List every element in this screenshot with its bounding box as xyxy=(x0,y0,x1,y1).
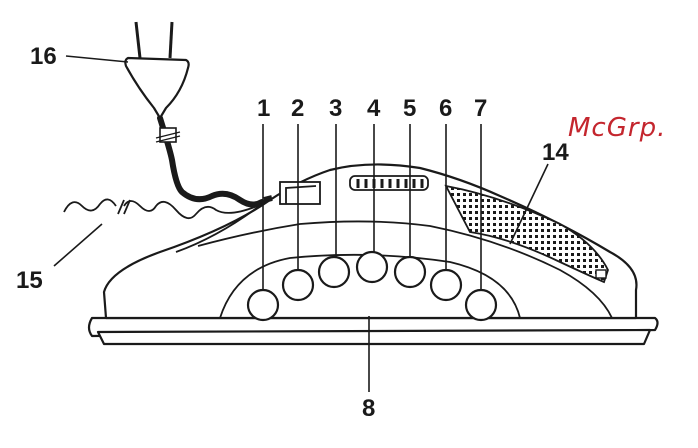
button-6 xyxy=(431,270,461,300)
callout-6: 6 xyxy=(439,95,452,122)
callout-15: 15 xyxy=(16,267,43,294)
watermark: McGrp. xyxy=(568,113,666,143)
button-4 xyxy=(357,252,387,282)
callout-14: 14 xyxy=(542,139,569,166)
base-plate xyxy=(89,318,658,344)
button-5 xyxy=(395,257,425,287)
callout-7: 7 xyxy=(474,95,487,122)
power-cord xyxy=(156,118,272,205)
top-vent xyxy=(350,176,428,190)
callout-16: 16 xyxy=(30,43,57,70)
callout-4: 4 xyxy=(367,95,381,122)
plug xyxy=(125,22,188,118)
callout-1: 1 xyxy=(257,95,270,122)
callout-3: 3 xyxy=(329,95,342,122)
display-window xyxy=(280,182,320,204)
button-3 xyxy=(319,257,349,287)
button-2 xyxy=(283,270,313,300)
button-1 xyxy=(248,290,278,320)
button-7 xyxy=(466,290,496,320)
callout-5: 5 xyxy=(403,95,416,122)
callout-2: 2 xyxy=(291,95,304,122)
callout-8: 8 xyxy=(362,395,375,422)
